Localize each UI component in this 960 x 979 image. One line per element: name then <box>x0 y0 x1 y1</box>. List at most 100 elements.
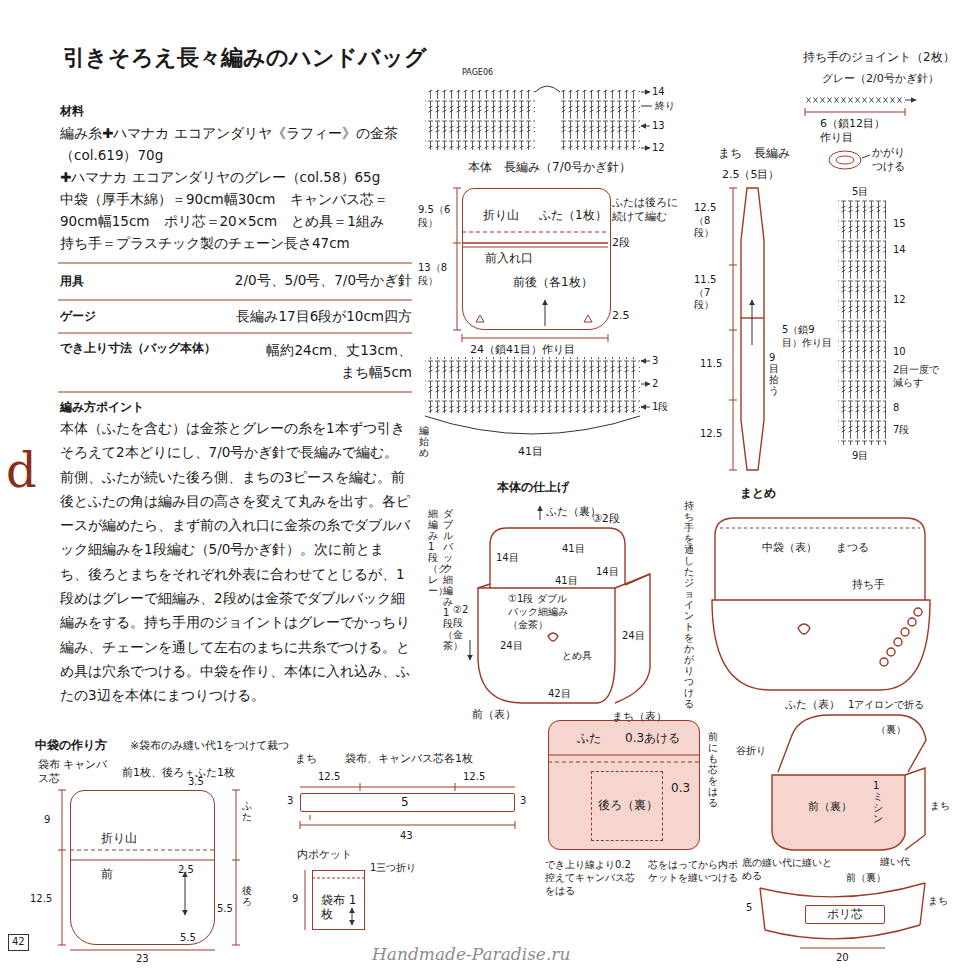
vertical-label: 前にも芯をはる <box>708 731 718 808</box>
label-text: 中袋（表） <box>762 541 817 555</box>
lining-pattern-lines <box>300 821 301 829</box>
pattern-piece: 5 <box>300 793 515 812</box>
lining-pattern-lines <box>455 783 456 791</box>
lining-pattern-lines <box>352 908 353 925</box>
label-text: 8 <box>893 402 899 415</box>
node-text: 袋布 1枚 <box>321 893 361 922</box>
vertical-label: 9目拾う <box>769 352 779 396</box>
joint-chart <box>836 156 854 164</box>
vertical-label: 後ろ <box>242 885 252 907</box>
label-text: 編み方ポイント <box>60 400 144 415</box>
label-text: 持ち手 <box>852 578 885 592</box>
body-dimensions <box>545 300 546 326</box>
label-text: 前（裏） <box>808 800 852 814</box>
label-text: 本体 長編み（7/0号かぎ針） <box>468 160 631 175</box>
lining-pattern-lines <box>70 860 215 861</box>
joint-chart <box>905 100 916 101</box>
body-dimensions <box>457 188 458 330</box>
finishing-illustration <box>470 640 471 660</box>
pattern-piece: 後ろ（裏） <box>591 771 663 841</box>
joint-chart <box>805 112 905 113</box>
label-text: （裏） <box>876 724 906 737</box>
pattern-piece: 袋布 1枚 <box>312 870 365 930</box>
stitch-chart-top <box>560 90 640 150</box>
label-text: ✚ハマナカ エコアンダリヤのグレー（col.58）65g <box>60 166 410 188</box>
pattern-piece: 折り山前 <box>70 790 215 945</box>
label-text: 幅約24cm、丈13cm、まち幅5cm <box>262 339 412 383</box>
label-text: 本体の仕上げ <box>497 480 569 495</box>
label-text: 11.5 <box>700 358 722 371</box>
label-text: まち（表） <box>612 710 667 724</box>
table-rules <box>58 263 412 392</box>
node-text: 折り山 <box>101 831 137 845</box>
body-dimensions <box>476 315 592 322</box>
lining-assembly-illustration <box>765 925 920 939</box>
assembly-illustration <box>715 518 925 600</box>
lining-assembly-illustration <box>800 948 885 949</box>
assembly-illustration <box>887 648 895 656</box>
node-text: ふた <box>577 731 601 745</box>
assembly-illustration <box>720 528 920 529</box>
label-text: 終り <box>655 100 675 113</box>
lining-pattern-lines <box>360 783 361 791</box>
joint-chart <box>838 200 886 445</box>
label-text: 12.5 <box>318 771 340 784</box>
lining-panel <box>548 720 700 850</box>
label-text: 2.5（5目） <box>722 168 780 182</box>
label-text: 24目 <box>500 640 523 653</box>
lining-assembly-illustration <box>920 883 925 925</box>
label-text: 41目 <box>518 445 543 459</box>
label-text: ②2段 <box>453 604 475 629</box>
lining-pattern-lines <box>58 850 66 851</box>
assembly-illustration <box>901 628 909 636</box>
assembly-illustration <box>880 658 888 666</box>
label-text: 14目 <box>496 552 519 565</box>
body-dimensions <box>453 188 461 189</box>
stitch-chart-top <box>641 92 650 93</box>
label-text: 41目 <box>562 543 585 556</box>
vertical-label: ふた <box>242 800 252 822</box>
label-text: 3 <box>652 355 658 368</box>
table-rules <box>58 333 412 334</box>
stitch-chart-top <box>641 106 652 107</box>
gusset-strip <box>729 188 737 189</box>
label-text: PAGE06 <box>462 68 493 78</box>
label-text: 12 <box>893 294 906 307</box>
body-dimensions <box>462 247 608 248</box>
table-rules <box>58 263 412 264</box>
label-text: グレー（2/0号かぎ針） <box>822 72 939 86</box>
label-text: 12 <box>652 142 665 155</box>
body-dimensions <box>453 243 461 244</box>
label-text: 中袋（厚手木綿）＝90cm幅30cm キャンバス芯＝90cm幅15cm ポリ芯＝… <box>60 188 410 232</box>
label-text: 袋布、キャンバス芯各1枚 <box>345 752 473 766</box>
page-title: 引きそろえ長々編みのハンドバッグ <box>63 44 427 72</box>
label-text: 42 <box>8 934 29 951</box>
assembly-illustration <box>798 624 810 634</box>
node-text: 0.3あける <box>625 731 680 745</box>
node-text: 前後（各1枚） <box>513 275 593 289</box>
label-text: 中袋の作り方 <box>35 738 107 753</box>
body-dimensions <box>462 232 608 233</box>
label-text: 2/0号、5/0号、7/0号かぎ針 <box>235 272 412 289</box>
label-text: 2 <box>652 378 658 391</box>
label-text: 1段 <box>652 401 668 414</box>
label-text: 3 <box>287 795 293 808</box>
gusset-strip <box>729 188 764 470</box>
stitch-chart-bottom <box>641 407 650 408</box>
joint-chart <box>805 108 806 116</box>
label-text: 12.5 <box>700 428 722 441</box>
label-text: 2段 <box>612 236 630 250</box>
label-text: 2.5 <box>178 864 194 877</box>
stitch-chart-top <box>425 90 535 150</box>
stitch-chart-top <box>641 148 650 149</box>
label-text: まち <box>930 800 950 813</box>
gusset-strip <box>729 265 737 266</box>
gusset-strip <box>741 188 764 470</box>
lining-pattern-lines <box>232 790 240 791</box>
label-text: 5.5 <box>180 932 196 945</box>
lining-pattern-lines <box>58 945 66 946</box>
body-dimensions <box>608 334 609 342</box>
joint-chart <box>805 96 916 445</box>
label-text: 14目 <box>596 566 619 579</box>
